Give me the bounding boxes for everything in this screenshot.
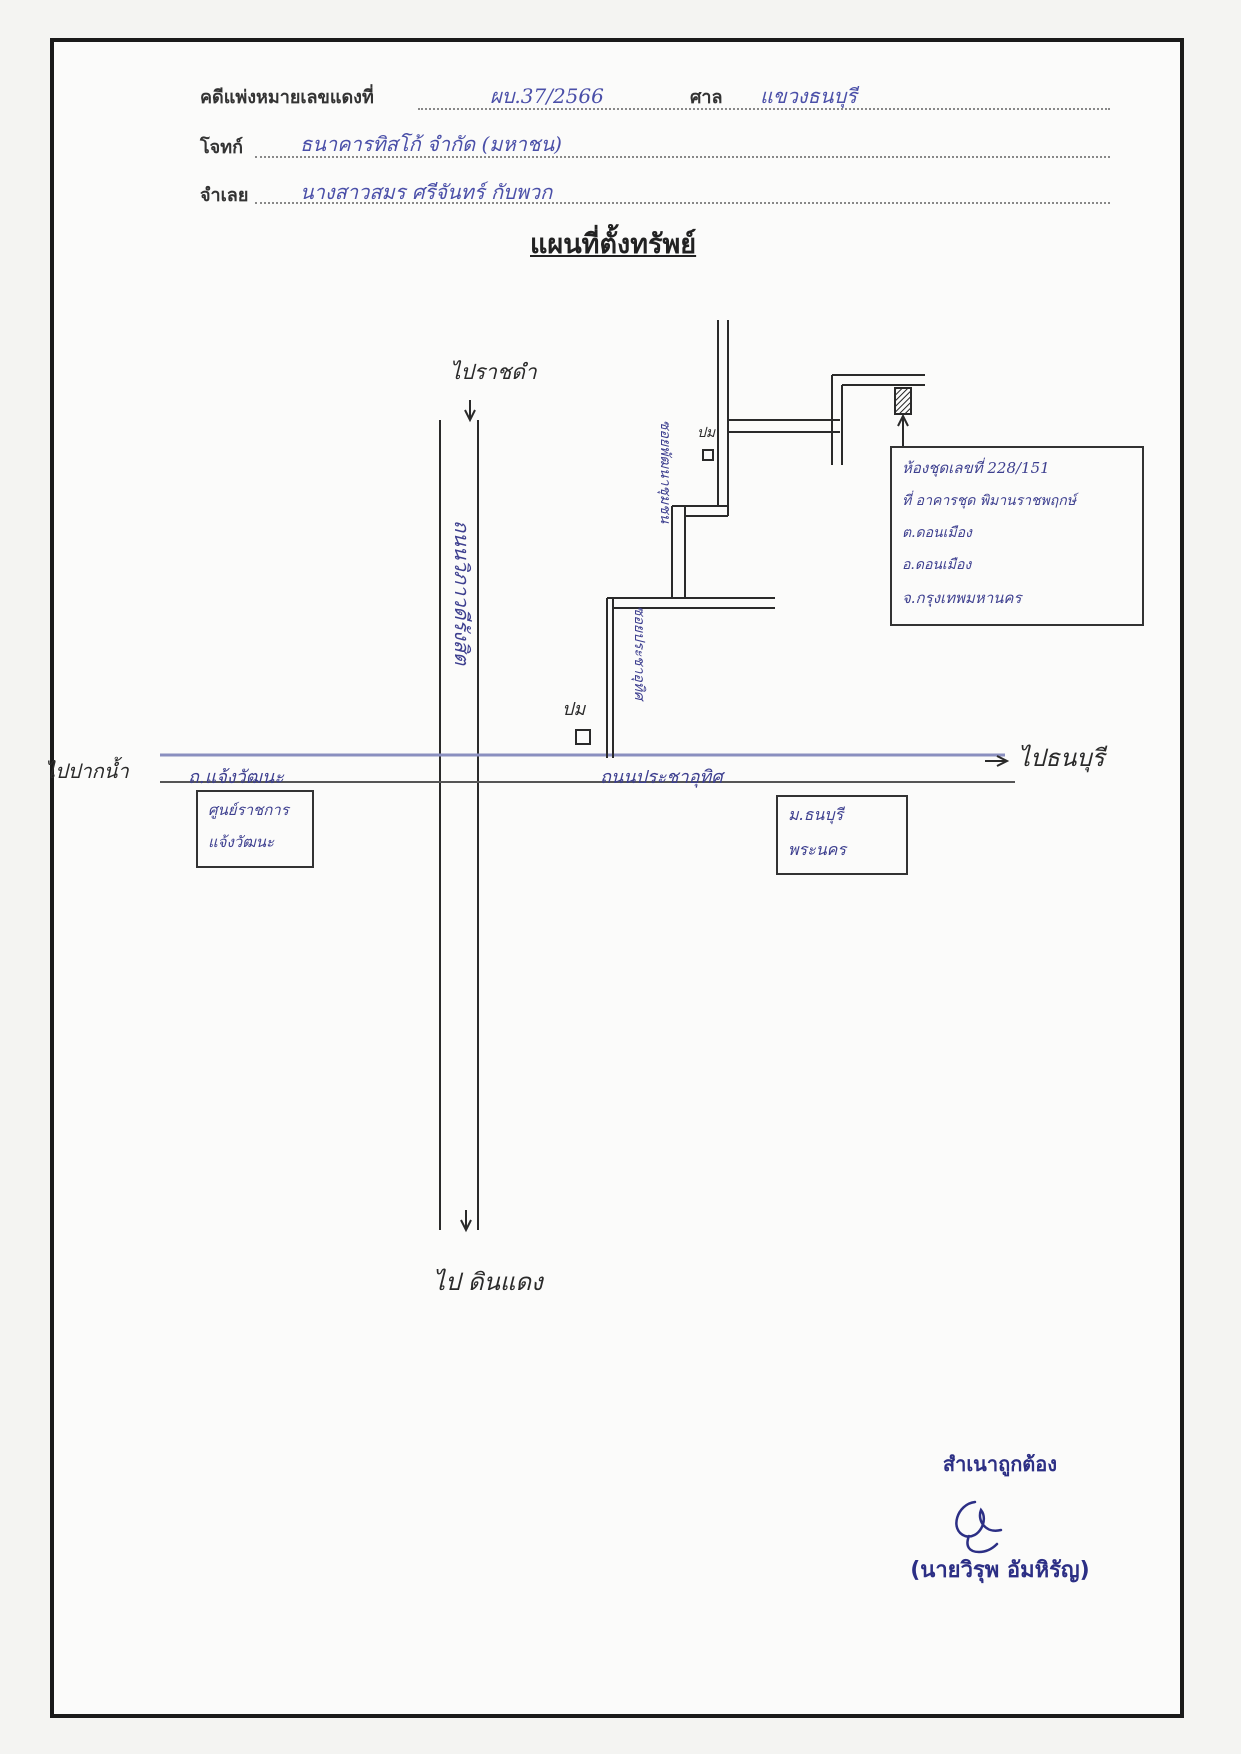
plaintiff-value: ธนาคารทิสโก้ จำกัด (มหาชน) — [300, 132, 562, 156]
property-unit: ห้องชุดเลขที่ 228/151 — [902, 459, 1050, 477]
defendant-line — [255, 202, 1110, 204]
marker-upper-label: ปม — [697, 425, 716, 441]
property-building: ที่ อาคารชุด พิมานราชพฤกษ์ — [902, 493, 1076, 509]
property-marker — [894, 387, 912, 415]
certifier-name: (นายวิรุพ อัมหิรัญ) — [910, 1558, 1090, 1583]
property-province: จ.กรุงเทพมหานคร — [902, 589, 1022, 607]
east-destination-label: ไปธนบุรี — [1018, 744, 1105, 772]
landmark-east: ม.ธนบุรี พระนคร — [776, 795, 908, 875]
property-district: อ.ดอนเมือง — [902, 557, 972, 573]
certification-block: สำเนาถูกต้อง (นายวิรุพ อัมหิรัญ) — [880, 1448, 1120, 1587]
plaintiff-line — [255, 156, 1110, 158]
landmark-west-line-1: ศูนย์ราชการ — [208, 801, 289, 819]
document-page — [50, 38, 1184, 1718]
court-label: ศาล — [690, 87, 723, 108]
east-road-label: ถนนประชาอุทิศ — [600, 767, 723, 788]
south-arrow-head — [460, 1219, 472, 1233]
south-destination-label: ไป ดินแดง — [433, 1268, 543, 1296]
marker-lower-box — [575, 729, 591, 745]
soi-upper-label: ซอยพัฒนาชุมชน — [657, 420, 673, 524]
east-arrow-head — [996, 755, 1010, 767]
case-number-label: คดีแพ่งหมายเลขแดงที่ — [200, 87, 374, 108]
north-arrow-head — [464, 409, 476, 423]
landmark-east-line-1: ม.ธนบุรี — [788, 805, 844, 824]
defendant-value: นางสาวสมร ศรีจันทร์ กับพวก — [300, 180, 553, 204]
plaintiff-label: โจทก์ — [200, 137, 243, 158]
case-line — [418, 108, 1110, 110]
landmark-west: ศูนย์ราชการ แจ้งวัฒนะ — [196, 790, 314, 868]
property-pointer-head — [897, 413, 909, 427]
page-title: แผนที่ตั้งทรัพย์ — [530, 229, 697, 260]
certified-copy-note: สำเนาถูกต้อง — [942, 1452, 1058, 1476]
court-value: แขวงธนบุรี — [760, 84, 857, 108]
landmark-west-line-2: แจ้งวัฒนะ — [208, 833, 275, 851]
main-road-label: ถนนวิภาวดีรังสิต — [450, 520, 474, 666]
signature-icon — [955, 1500, 1003, 1554]
property-info-box: ห้องชุดเลขที่ 228/151 ที่ อาคารชุด พิมาน… — [890, 446, 1144, 626]
marker-upper-box — [702, 449, 714, 461]
landmark-east-line-2: พระนคร — [788, 840, 846, 859]
west-road-label: ถ.แจ้งวัฒนะ — [188, 767, 284, 788]
soi-lower-label: ซอยประชาอุทิศ — [631, 606, 647, 700]
defendant-label: จำเลย — [200, 185, 249, 206]
north-destination-label: ไปราชดำ — [450, 360, 537, 384]
marker-lower-label: ปม — [562, 699, 586, 720]
west-destination-label: ไปปากน้ำ — [45, 759, 129, 783]
case-number-value: ผบ.37/2566 — [490, 84, 604, 108]
property-subdistrict: ต.ดอนเมือง — [902, 525, 972, 541]
